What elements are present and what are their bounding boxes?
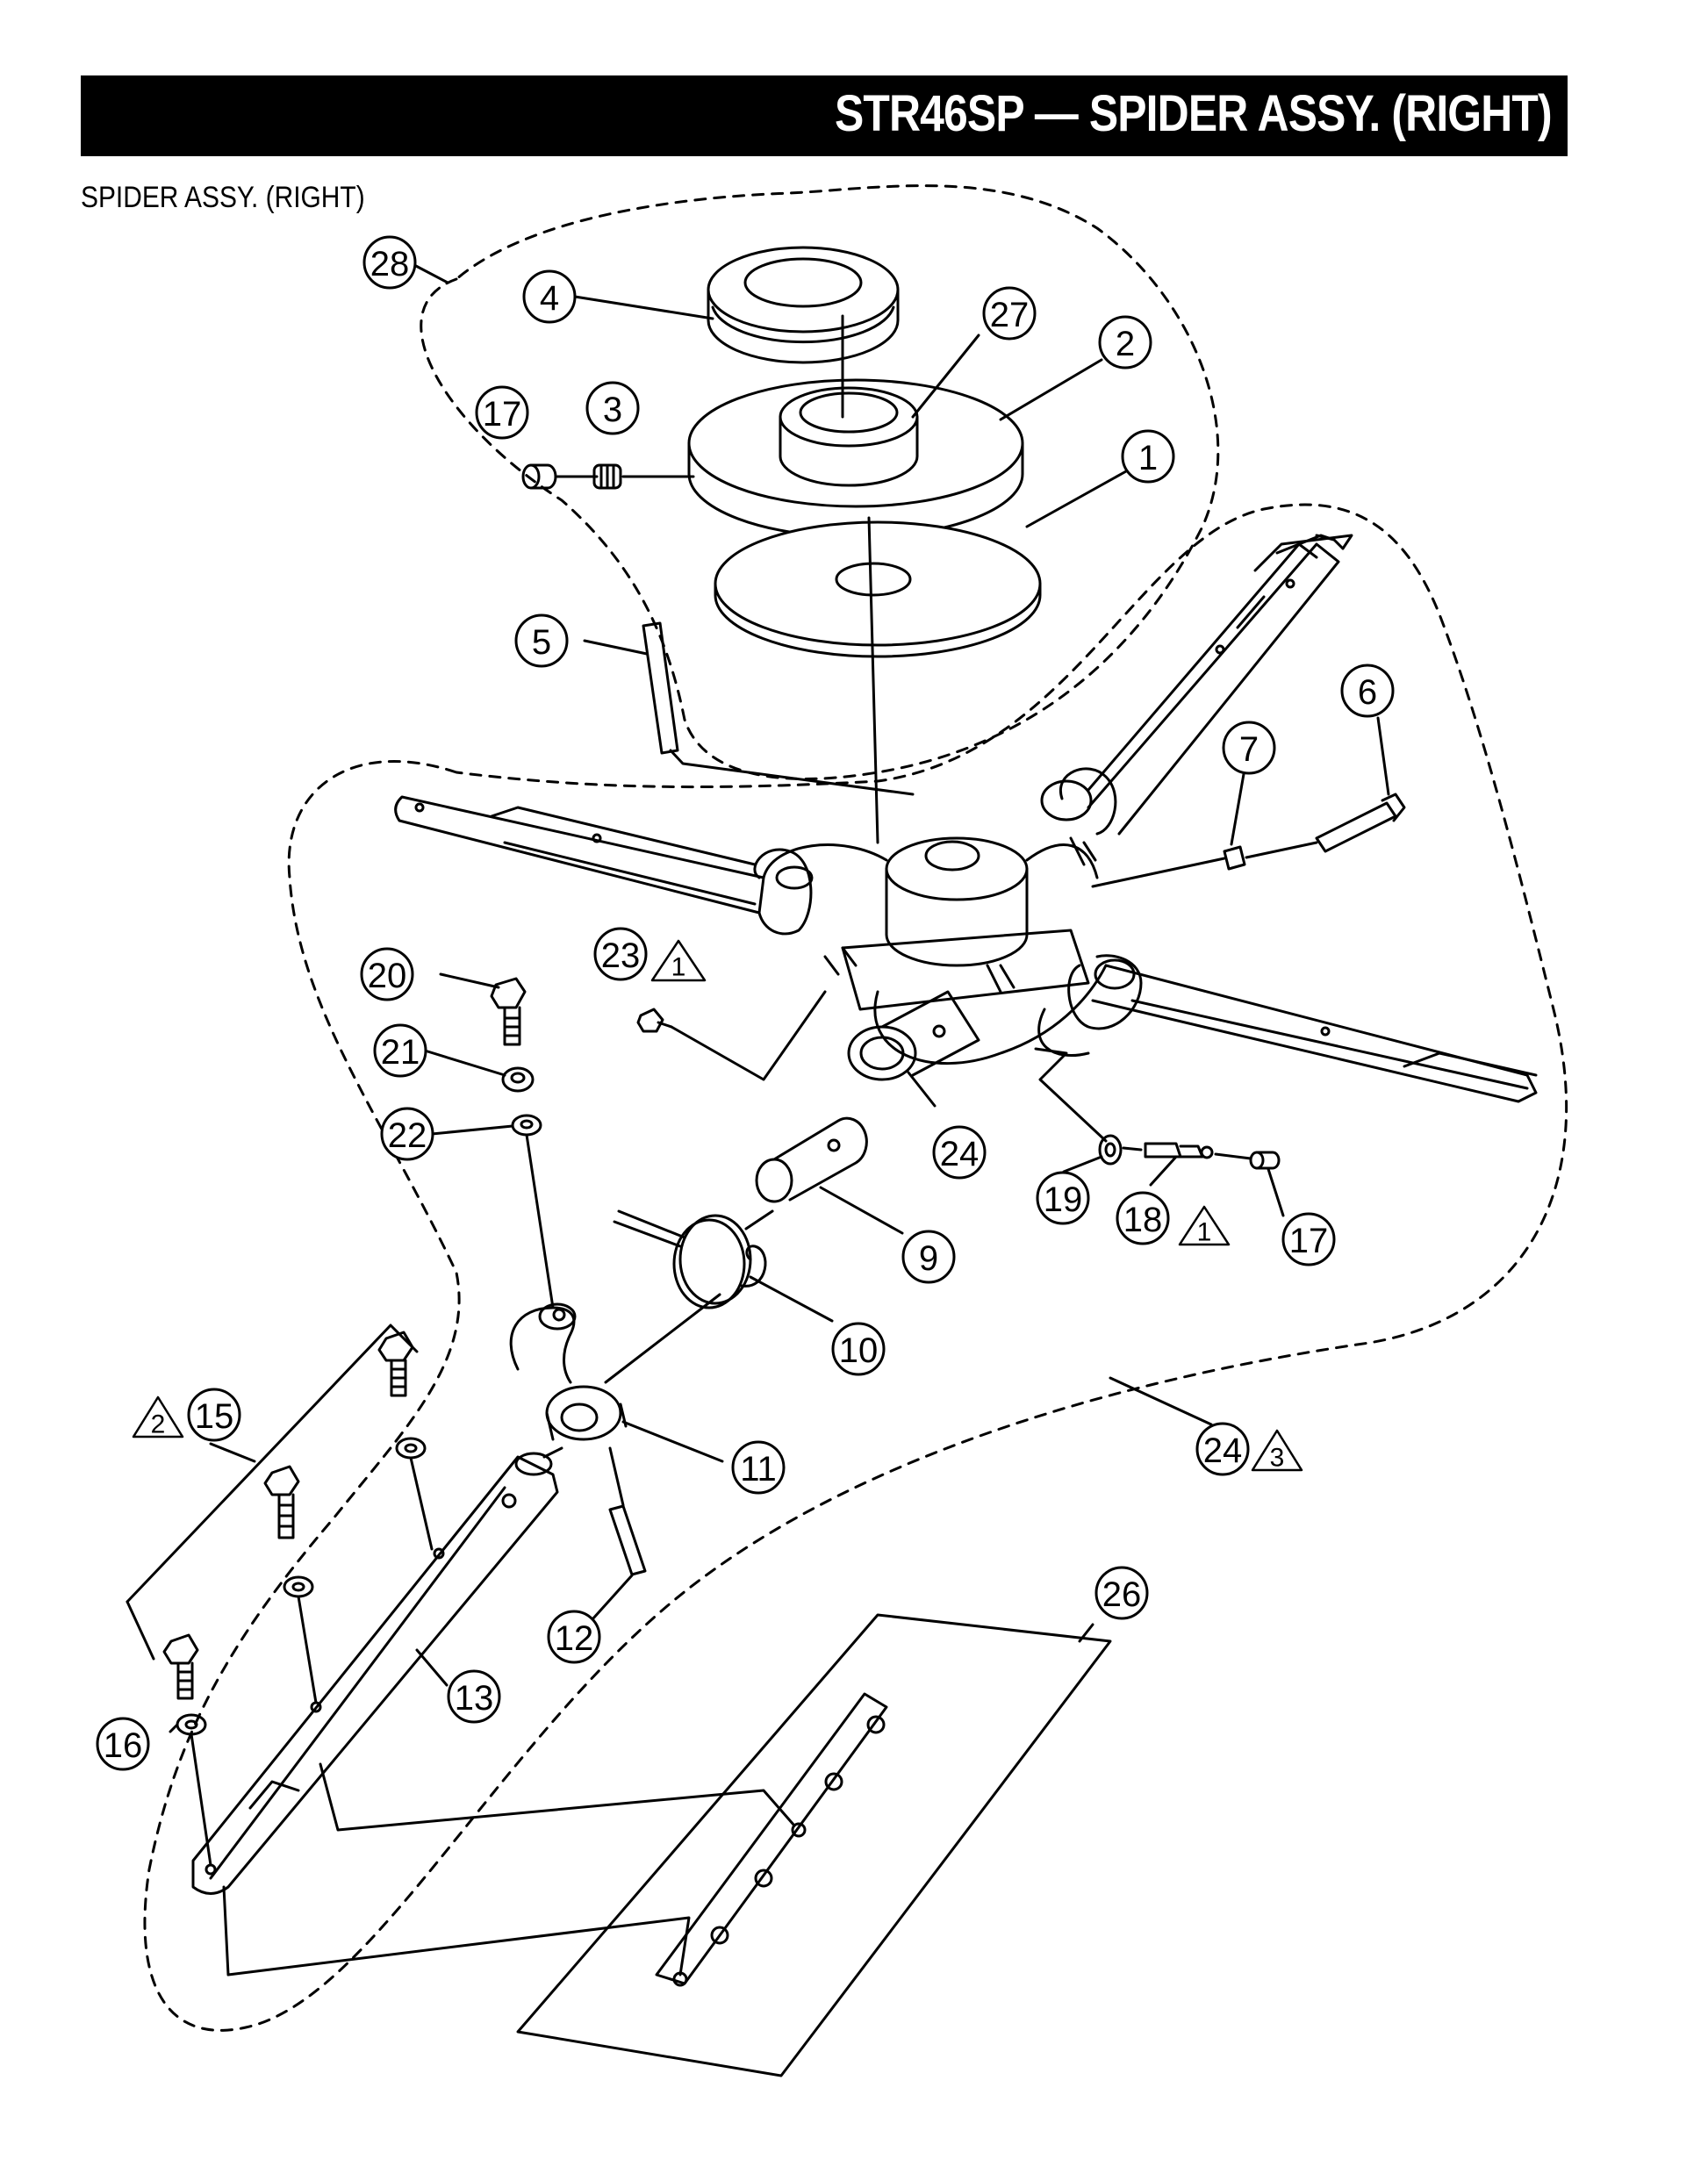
part-cap-17-right [1249,1151,1281,1170]
part-washer-22 [511,1114,555,1309]
callout-label-18: 18 [1123,1201,1163,1239]
part-zerk-23 [636,990,827,1081]
callout-23 [593,927,648,981]
part-zerk-18 [1144,1142,1214,1159]
callout-label-11: 11 [740,1450,777,1489]
group-outline-24 [143,503,1568,2032]
callout-label-27: 27 [990,296,1030,334]
part-nut-7 [1223,845,1246,871]
callout-20 [360,947,414,1001]
callout-label-3: 3 [603,391,622,429]
callout-5 [514,613,569,668]
part-arm-back-right [1040,534,1353,836]
callout-label-6: 6 [1358,673,1377,712]
callout-label-2: 2 [1116,325,1135,363]
callout-label-21: 21 [381,1033,420,1072]
callout-24-center [932,1125,987,1180]
note-triangle-23 [650,939,707,982]
part-seal-4 [707,246,900,364]
callout-label-28: 28 [370,245,410,283]
callout-label-17-top: 17 [483,395,522,434]
part-zerk-17-top [521,463,599,490]
callout-label-17-right: 17 [1289,1222,1329,1260]
callout-label-15: 15 [195,1397,234,1436]
callout-6 [1340,664,1395,718]
part-bolt-16 [162,1633,212,1867]
callout-1 [1121,429,1175,484]
part-pin-12 [608,1504,647,1576]
part-bushing-9 [755,1116,868,1203]
part-bolt-15b [263,1465,318,1704]
callout-2 [1098,315,1152,369]
callout-3 [585,381,640,435]
callout-9 [901,1230,956,1284]
callout-4 [522,269,577,324]
callout-label-13: 13 [455,1679,494,1718]
part-spring-3 [592,463,695,490]
note-triangle-15 [132,1395,184,1438]
callout-label-23: 23 [601,936,641,975]
group-outline-28 [420,184,1220,780]
callout-label-12: 12 [555,1619,594,1658]
callout-label-1: 1 [1138,439,1158,477]
callout-26 [1094,1566,1149,1620]
callout-24-outline [1195,1422,1250,1476]
diagram-subtitle: SPIDER ASSY. (RIGHT) [81,181,365,214]
callout-10 [831,1322,886,1376]
callout-11 [731,1440,786,1495]
part-knife-bar-26 [516,1613,1112,2077]
part-disc-2 [687,378,1024,539]
part-arm-right [1037,954,1538,1103]
callout-label-5: 5 [532,623,551,662]
part-disc-1 [714,520,1042,658]
part-bolt-6 [1315,793,1406,853]
part-spider-hub [762,836,1108,1065]
part-sleeve-24 [847,990,980,1081]
part-washer-19 [1098,1134,1123,1166]
part-nut-21 [501,1066,535,1093]
page-title: STR46SP — SPIDER ASSY. (RIGHT) [835,85,1553,142]
callout-16 [96,1717,150,1771]
callout-27 [982,286,1037,341]
callout-label-4: 4 [540,279,559,318]
callout-21 [373,1023,427,1078]
callout-15 [187,1388,241,1442]
note-label-24: 3 [1270,1444,1285,1473]
callout-22 [380,1107,434,1161]
callout-label-7: 7 [1239,730,1259,769]
title-bar: STR46SP — SPIDER ASSY. (RIGHT) [81,75,1568,156]
note-triangle-24 [1251,1429,1303,1472]
callout-label-24-outline: 24 [1203,1431,1243,1470]
part-collar-11 [509,1302,628,1441]
callout-19 [1036,1171,1090,1225]
callout-label-26: 26 [1102,1575,1142,1614]
callout-label-10: 10 [839,1331,879,1370]
note-triangle-18 [1178,1205,1231,1246]
callout-18 [1116,1191,1170,1245]
note-label-23: 1 [671,953,686,982]
part-arm-left [394,795,814,936]
callout-label-24-center: 24 [940,1135,980,1173]
part-pin-5 [642,621,915,796]
part-bolt-20 [490,977,527,1046]
callout-17-top [475,385,529,440]
callout-label-19: 19 [1044,1180,1083,1219]
callout-label-20: 20 [368,957,407,995]
callout-label-16: 16 [104,1726,143,1765]
callout-13 [447,1669,501,1724]
callout-7 [1222,721,1276,775]
note-label-15: 2 [151,1410,166,1439]
callout-28 [362,235,417,290]
note-label-18: 1 [1197,1218,1212,1247]
callout-12 [547,1610,601,1664]
callout-label-22: 22 [388,1116,427,1155]
callout-label-9: 9 [919,1239,938,1278]
part-spring-10 [613,1209,767,1309]
part-bolt-15a [377,1331,434,1551]
callout-17-right [1281,1212,1336,1266]
